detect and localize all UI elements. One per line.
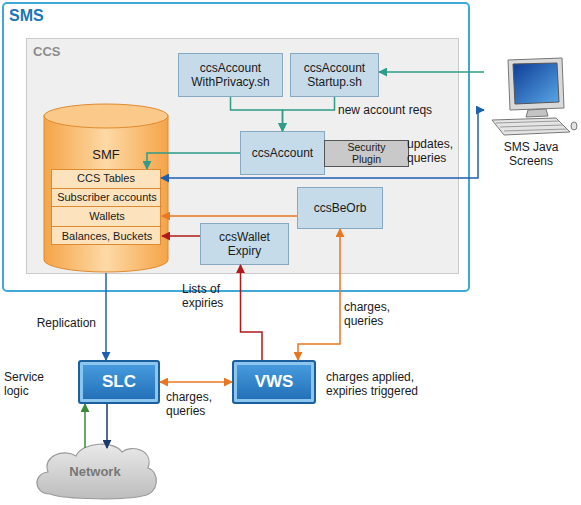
node-label: Security Plugin [337,142,396,165]
annotation: charges applied, expiries triggered [326,370,446,399]
node-label: Wallets [89,210,125,223]
edge-label: new account reqs [338,103,448,117]
connector [283,97,335,131]
connector [162,235,200,237]
edge-label: charges, queries [344,300,400,329]
platform-box: VWS [232,360,316,404]
workstation-icon: SMS Java Screens [484,56,578,172]
connector [379,71,484,73]
edge-label: Replication [20,316,96,330]
node-label: CCS Tables [52,170,160,185]
edge-label: Lists of expiries [182,282,234,311]
label-slot: new account reqs [338,103,448,117]
table-row: Wallets [52,206,162,226]
computer-icon [484,56,578,140]
label-slot: Service logic [4,370,66,399]
node-label: ccsBeOrb [314,201,367,215]
connector [147,153,240,169]
connector [162,215,297,217]
script-box: ccsAccount WithPrivacy.sh [178,53,283,97]
connector [106,404,108,448]
table-row: Balances, Buckets [52,226,162,246]
network-cloud: Network [30,438,160,500]
process-box: ccsWallet Expiry [200,223,289,265]
node-label: ccsAccount Startup.sh [295,61,374,90]
node-label: SMS Java Screens [500,140,562,169]
node-label: Balances, Buckets [62,230,153,243]
table-group: CCS TablesSubscriber accountsWalletsBala… [51,169,161,245]
node-label: SLC [102,372,136,392]
label-slot: charges, queries [344,300,400,329]
edge-label: updates, queries [407,137,456,166]
node-label: VWS [255,372,294,392]
platform-box: SLC [78,360,160,404]
label-slot: charges, queries [166,390,226,419]
connector [105,273,107,360]
database-cylinder: SMFCCS TablesSubscriber accountsWalletsB… [43,103,169,273]
label-slot: Lists of expiries [182,282,234,311]
table-row: Subscriber accounts [52,188,162,206]
node-label: Subscriber accounts [57,191,157,204]
annotation: Service logic [4,370,66,399]
region-title: SMS [4,4,468,25]
connector [161,110,484,178]
node-label: ccsAccount [252,146,313,160]
edge-label: charges, queries [166,390,226,419]
connector [241,265,263,360]
node-label: ccsWallet Expiry [205,230,284,259]
system-boundary: SMS CCSccsAccount WithPrivacy.sh ccsAccoun… [2,2,470,292]
region-title: CCS [27,39,458,60]
connector [231,97,283,131]
node-label: ccsAccount WithPrivacy.sh [183,61,278,90]
subsystem-panel: CCSccsAccount WithPrivacy.sh ccsAccount S… [26,38,459,274]
connector [298,229,340,360]
process-box: ccsAccount [240,131,325,175]
node-label: SMF [43,103,169,163]
label-slot: Replication [20,316,96,330]
connector [160,381,232,383]
label-slot: charges applied, expiries triggered [326,370,446,399]
node-label: Network [69,464,120,480]
label-slot: updates, queries [407,137,456,166]
connector [84,404,86,448]
script-box: ccsAccount Startup.sh [290,53,379,97]
process-box: ccsBeOrb [297,187,383,229]
plugin-box: Security Plugin [324,140,409,167]
